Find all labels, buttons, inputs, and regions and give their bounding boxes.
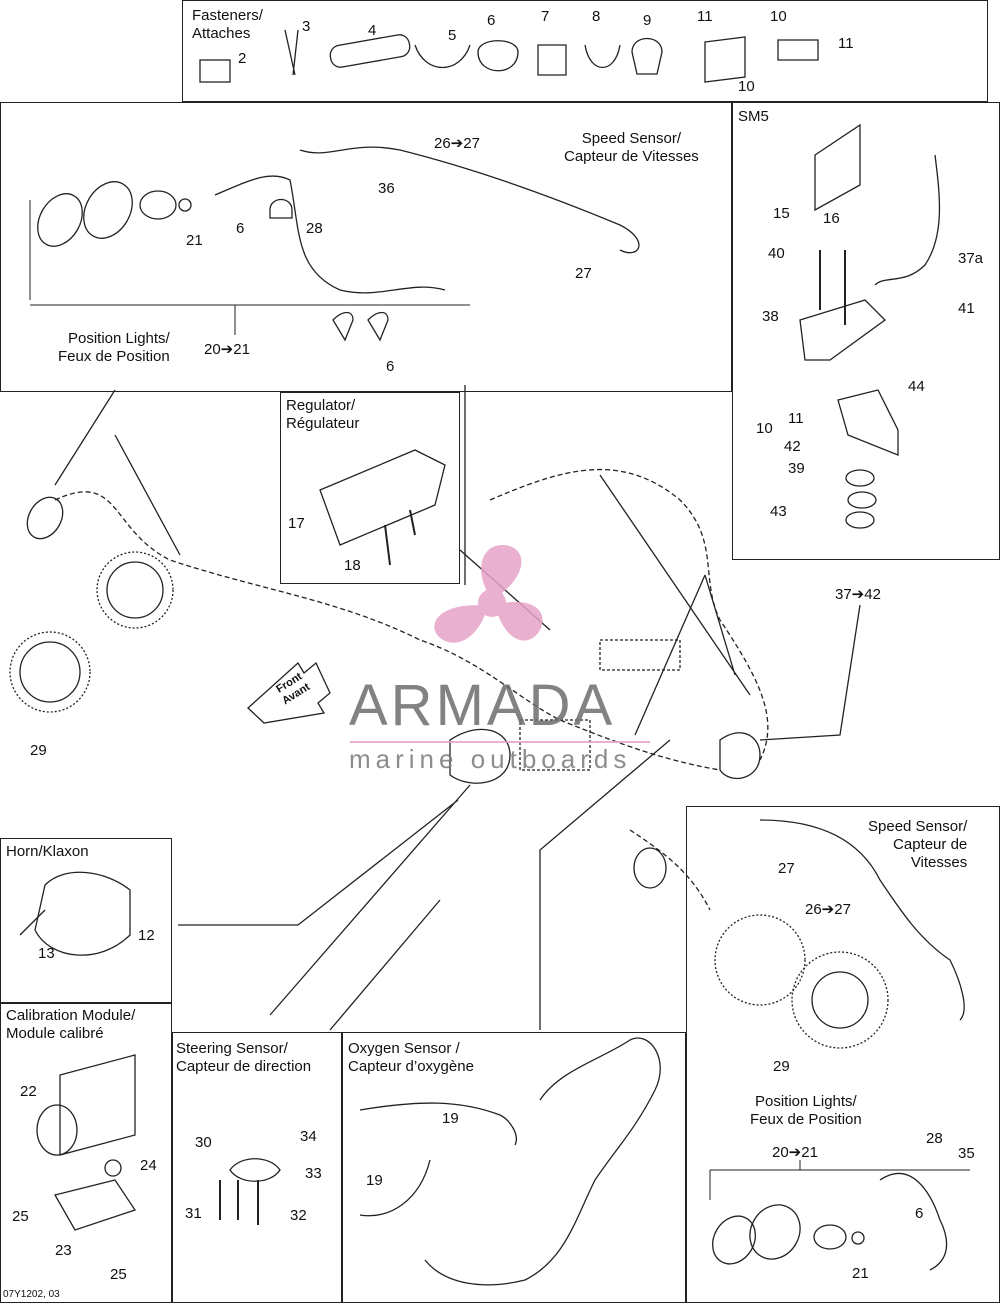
- callout-3: 3: [302, 18, 311, 35]
- callout-15: 15: [773, 205, 790, 222]
- callout-21-rear: 21: [852, 1265, 869, 1282]
- watermark-brand: ARMADA: [349, 673, 616, 738]
- part-10b: [777, 39, 819, 61]
- horn-box: [0, 838, 172, 1003]
- part-9: [631, 38, 663, 75]
- callout-11-sm5: 11: [788, 410, 804, 427]
- callout-27: 27: [575, 265, 592, 282]
- callout-2: 2: [238, 50, 247, 67]
- steering-title: Steering Sensor/ Capteur de direction: [176, 1040, 312, 1075]
- callout-41: 41: [958, 300, 975, 317]
- callout-9: 9: [643, 12, 652, 29]
- part-2: [199, 59, 231, 83]
- callout-17: 17: [288, 515, 305, 532]
- callout-37a: 37a: [958, 250, 984, 267]
- sm5-range: 37➔42: [835, 586, 881, 603]
- front-range-speed: 26➔27: [434, 135, 480, 152]
- part-10a: [704, 36, 746, 83]
- callout-25-b: 25: [110, 1266, 127, 1283]
- callout-10-sm5: 10: [756, 420, 773, 437]
- rear-speed-sensor-box: [686, 806, 1000, 1303]
- callout-27-rear: 27: [778, 860, 795, 877]
- callout-38: 38: [762, 308, 779, 325]
- diagram-code: 07Y1202, 03: [3, 1289, 60, 1300]
- callout-44: 44: [908, 378, 925, 395]
- watermark-propeller-icon: [434, 545, 543, 643]
- front-speed-sensor-title: Speed Sensor/ Capteur de Vitesses: [564, 130, 699, 165]
- callout-36: 36: [378, 180, 395, 197]
- callout-6-rear: 6: [915, 1205, 924, 1222]
- callout-13: 13: [38, 945, 55, 962]
- rear-speed-sensor-title: Speed Sensor/ Capteur de Vitesses: [868, 818, 968, 871]
- callout-5: 5: [448, 27, 457, 44]
- part-6-clip: [477, 40, 519, 72]
- callout-28: 28: [306, 220, 323, 237]
- callout-23: 23: [55, 1242, 72, 1259]
- calibration-box: [0, 1003, 172, 1303]
- rear-position-lights-title: Position Lights/ Feux de Position: [750, 1093, 862, 1128]
- horn-title: Horn/Klaxon: [6, 843, 89, 860]
- front-speed-sensor-box: [0, 102, 732, 392]
- part-4: [329, 34, 411, 68]
- front-position-lights-title: Position Lights/ Feux de Position: [58, 330, 170, 365]
- fasteners-box: [182, 0, 988, 102]
- callout-29-rear: 29: [773, 1058, 790, 1075]
- front-range-pos: 20➔21: [204, 341, 250, 358]
- callout-32: 32: [290, 1207, 307, 1224]
- callout-28-rear: 28: [926, 1130, 943, 1147]
- watermark-tagline: marine outboards: [349, 744, 632, 774]
- callout-19-b: 19: [366, 1172, 383, 1189]
- calibration-title: Calibration Module/ Module calibré: [6, 1007, 136, 1042]
- callout-8: 8: [592, 8, 601, 25]
- callout-22: 22: [20, 1083, 37, 1100]
- fasteners-title: Fasteners/ Attaches: [192, 7, 263, 42]
- callout-40: 40: [768, 245, 785, 262]
- callout-43: 43: [770, 503, 787, 520]
- callout-21: 21: [186, 232, 203, 249]
- part-7: [537, 44, 567, 76]
- callout-6: 6: [487, 12, 496, 29]
- callout-34: 34: [300, 1128, 317, 1145]
- callout-35: 35: [958, 1145, 975, 1162]
- callout-11-b: 11: [838, 35, 854, 52]
- rear-range-speed: 26➔27: [805, 901, 851, 918]
- callout-10-a: 10: [738, 78, 755, 95]
- rear-range-pos: 20➔21: [772, 1144, 818, 1161]
- callout-12: 12: [138, 927, 155, 944]
- part-5: [414, 44, 471, 69]
- callout-33: 33: [305, 1165, 322, 1182]
- callout-42: 42: [784, 438, 801, 455]
- regulator-title: Regulator/ Régulateur: [286, 397, 360, 432]
- callout-19-a: 19: [442, 1110, 459, 1127]
- callout-4: 4: [368, 22, 377, 39]
- callout-6-front-b: 6: [386, 358, 395, 375]
- sm5-box: [732, 102, 1000, 560]
- callout-25-a: 25: [12, 1208, 29, 1225]
- callout-10-b: 10: [770, 8, 787, 25]
- callout-6-front-a: 6: [236, 220, 245, 237]
- callout-16: 16: [823, 210, 840, 227]
- callout-31: 31: [185, 1205, 202, 1222]
- regulator-box: [280, 392, 460, 584]
- callout-18: 18: [344, 557, 361, 574]
- callout-11-a: 11: [697, 8, 713, 25]
- part-3: [284, 29, 299, 76]
- callout-24: 24: [140, 1157, 157, 1174]
- callout-7: 7: [541, 8, 550, 25]
- callout-30: 30: [195, 1134, 212, 1151]
- part-8: [584, 44, 621, 69]
- sm5-title: SM5: [738, 108, 769, 125]
- oxygen-title: Oxygen Sensor / Capteur d’oxygène: [348, 1040, 474, 1075]
- callout-39: 39: [788, 460, 805, 477]
- callout-29-left: 29: [30, 742, 47, 759]
